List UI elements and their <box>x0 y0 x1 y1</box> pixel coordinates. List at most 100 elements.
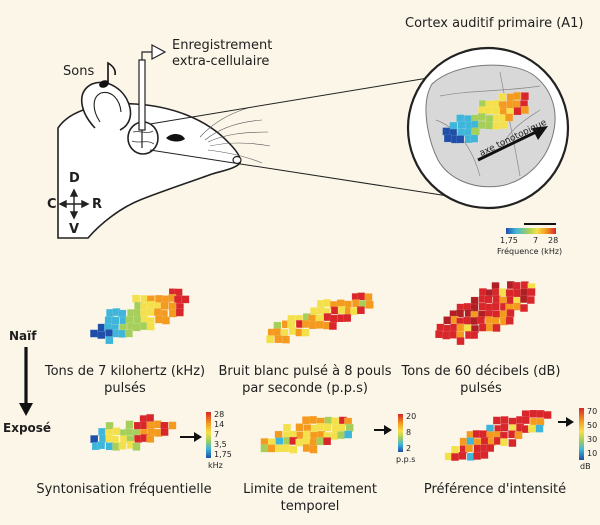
map-cell <box>471 127 480 136</box>
map-cell <box>543 411 552 420</box>
map-cell <box>476 316 485 325</box>
frequency-vertical-scale <box>206 412 211 458</box>
map-cell <box>480 437 489 446</box>
map-cell <box>273 328 282 337</box>
recording-label-line1: Enregistrement <box>172 38 273 53</box>
map-cell <box>309 438 318 447</box>
map-cell <box>505 113 514 122</box>
orientation-caudal: C <box>47 197 57 212</box>
condition-exposed-label: Exposé <box>3 421 52 435</box>
map-cell <box>457 120 466 129</box>
map-cell <box>97 441 106 450</box>
naive-map-intensity <box>435 281 536 346</box>
map-cell <box>118 441 127 450</box>
temporal-scale-tick-8: 8 <box>406 428 412 437</box>
map-cell <box>323 299 332 308</box>
map-cell <box>97 331 106 340</box>
freq-scale-tick-3-5: 3,5 <box>214 440 227 449</box>
map-cell <box>498 93 507 102</box>
exposed-caption-2-line2: temporel <box>280 499 340 514</box>
map-cell <box>456 323 465 332</box>
rat-eye <box>166 133 185 142</box>
freq-scale-tick-1-75: 1,75 <box>214 450 232 459</box>
map-cell <box>154 315 163 324</box>
map-cell <box>309 445 318 454</box>
exposed-map-intensity <box>444 409 552 462</box>
map-cell <box>456 135 465 144</box>
map-cell <box>266 335 275 344</box>
map-cell <box>485 121 494 130</box>
map-cell <box>329 314 338 323</box>
map-cell <box>330 306 339 315</box>
map-cell <box>146 414 155 423</box>
exposed-map-frequency <box>90 414 177 451</box>
map-cell <box>513 289 522 298</box>
map-cell <box>356 306 365 315</box>
map-cell <box>168 302 177 311</box>
map-cell <box>139 322 148 331</box>
map-cell <box>111 316 120 325</box>
map-cell <box>281 335 290 344</box>
temporal-scale-tick-2: 2 <box>406 444 412 453</box>
map-cell <box>484 106 493 115</box>
map-cell <box>442 127 451 136</box>
map-cell <box>435 330 444 339</box>
map-cell <box>124 428 133 437</box>
naive-map-frequency <box>89 288 190 345</box>
map-cell <box>491 106 500 115</box>
map-cell <box>323 423 332 432</box>
temporal-scale-tick-20: 20 <box>406 412 417 421</box>
map-cell <box>324 416 333 425</box>
rat-head-illustration <box>57 43 449 239</box>
map-cell <box>364 293 373 302</box>
map-cell <box>505 316 514 325</box>
map-cell <box>345 423 354 432</box>
map-cell <box>328 322 337 331</box>
map-cell <box>365 300 374 309</box>
map-cell <box>477 112 486 121</box>
map-cell <box>308 321 317 330</box>
map-cell <box>302 320 311 329</box>
music-note-icon <box>99 61 116 88</box>
map-cell <box>498 114 507 123</box>
map-cell <box>471 120 480 129</box>
rat-nose <box>232 155 242 165</box>
map-cell <box>160 301 169 310</box>
map-cell <box>267 444 276 453</box>
map-cell <box>526 296 535 305</box>
map-cell <box>289 445 298 454</box>
map-cell <box>470 331 479 340</box>
sound-label: Sons <box>63 64 95 79</box>
map-cell <box>283 423 292 432</box>
map-cell <box>90 435 99 444</box>
cortex-title: Cortex auditif primaire (A1) <box>405 16 584 31</box>
intensity-vertical-scale <box>579 408 584 460</box>
map-cell <box>282 444 291 453</box>
freq-scale-label: Fréquence (kHz) <box>497 247 563 256</box>
map-cell <box>508 439 517 448</box>
map-cell <box>443 134 452 143</box>
freq-scale-tick-28: 28 <box>214 410 225 419</box>
temporal-vertical-scale <box>398 414 403 452</box>
map-cell <box>470 317 479 326</box>
map-cell <box>337 306 346 315</box>
map-cell <box>449 121 458 130</box>
intensity-scale-tick-50: 50 <box>587 421 598 430</box>
temporal-scale-unit: p.p.s <box>396 455 416 464</box>
map-cell <box>513 91 522 100</box>
map-cell <box>527 288 536 297</box>
map-cell <box>470 296 479 305</box>
map-cell <box>492 416 501 425</box>
map-cell <box>125 420 134 429</box>
map-cell <box>275 444 284 453</box>
freq-scale-tick-7: 7 <box>214 430 220 439</box>
map-cell <box>275 437 284 446</box>
map-cell <box>463 324 472 333</box>
map-cell <box>89 329 98 338</box>
naive-caption-1-line1: Tons de 7 kilohertz (kHz) <box>44 364 206 379</box>
naive-caption-3-line1: Tons de 60 décibels (dB) <box>401 364 561 379</box>
map-cell <box>458 451 467 460</box>
map-cell <box>484 295 493 304</box>
map-cell <box>336 299 345 308</box>
